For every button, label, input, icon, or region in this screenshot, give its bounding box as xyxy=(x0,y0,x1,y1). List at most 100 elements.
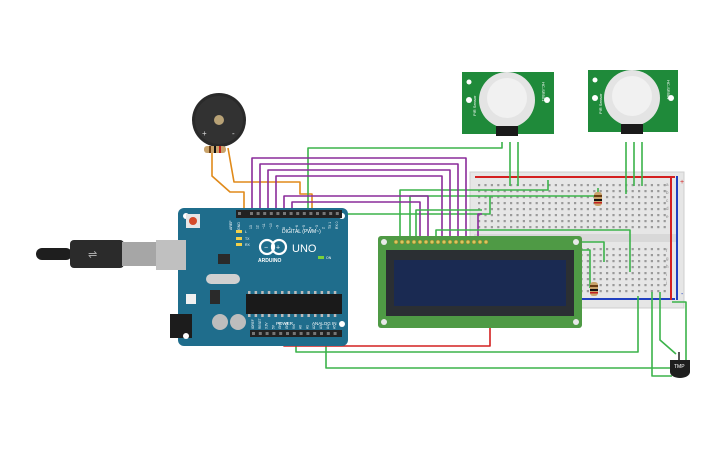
breadboard-hole[interactable] xyxy=(535,220,538,223)
breadboard-hole[interactable] xyxy=(625,254,628,257)
breadboard-hole[interactable] xyxy=(612,190,615,193)
breadboard-hole[interactable] xyxy=(503,190,506,193)
lcd-pin[interactable] xyxy=(429,239,435,245)
breadboard-hole[interactable] xyxy=(522,208,525,211)
breadboard-hole[interactable] xyxy=(554,220,557,223)
breadboard-hole[interactable] xyxy=(663,226,666,229)
breadboard-hole[interactable] xyxy=(650,254,653,257)
breadboard-hole[interactable] xyxy=(497,220,500,223)
breadboard-hole[interactable] xyxy=(586,190,589,193)
digital-pin[interactable] xyxy=(263,212,267,215)
breadboard-hole[interactable] xyxy=(510,184,513,187)
power-analog-pin[interactable] xyxy=(292,332,296,335)
breadboard-hole[interactable] xyxy=(567,214,570,217)
breadboard-hole[interactable] xyxy=(663,290,666,293)
breadboard-hole[interactable] xyxy=(618,284,621,287)
wire-tmp-gnd[interactable] xyxy=(651,292,672,377)
breadboard-hole[interactable] xyxy=(657,272,660,275)
breadboard-hole[interactable] xyxy=(593,214,596,217)
breadboard-hole[interactable] xyxy=(618,184,621,187)
breadboard-hole[interactable] xyxy=(478,220,481,223)
digital-pin[interactable] xyxy=(335,212,339,215)
breadboard-hole[interactable] xyxy=(567,190,570,193)
breadboard-hole[interactable] xyxy=(567,196,570,199)
breadboard-hole[interactable] xyxy=(663,260,666,263)
breadboard-hole[interactable] xyxy=(625,260,628,263)
breadboard-hole[interactable] xyxy=(586,226,589,229)
lcd-pin[interactable] xyxy=(423,239,429,245)
breadboard-hole[interactable] xyxy=(625,214,628,217)
breadboard-hole[interactable] xyxy=(625,226,628,229)
breadboard-hole[interactable] xyxy=(638,248,641,251)
breadboard-hole[interactable] xyxy=(606,260,609,263)
breadboard-hole[interactable] xyxy=(631,190,634,193)
breadboard-hole[interactable] xyxy=(497,184,500,187)
wire-lcd-led[interactable] xyxy=(580,241,605,262)
breadboard-hole[interactable] xyxy=(586,260,589,263)
breadboard-hole[interactable] xyxy=(580,208,583,211)
breadboard-hole[interactable] xyxy=(510,220,513,223)
power-analog-pin[interactable] xyxy=(313,332,317,335)
lcd-pin[interactable] xyxy=(417,239,423,245)
breadboard-hole[interactable] xyxy=(522,220,525,223)
breadboard-hole[interactable] xyxy=(625,208,628,211)
breadboard-hole[interactable] xyxy=(510,196,513,199)
breadboard-hole[interactable] xyxy=(497,226,500,229)
lcd-pin[interactable] xyxy=(411,239,417,245)
power-analog-pin[interactable] xyxy=(333,332,337,335)
breadboard-hole[interactable] xyxy=(638,272,641,275)
breadboard-hole[interactable] xyxy=(516,190,519,193)
breadboard-hole[interactable] xyxy=(548,214,551,217)
breadboard-hole[interactable] xyxy=(510,214,513,217)
breadboard-hole[interactable] xyxy=(516,226,519,229)
digital-pin[interactable] xyxy=(316,212,319,215)
breadboard-hole[interactable] xyxy=(542,220,545,223)
breadboard-hole[interactable] xyxy=(618,220,621,223)
breadboard-hole[interactable] xyxy=(586,202,589,205)
breadboard-hole[interactable] xyxy=(548,226,551,229)
breadboard-hole[interactable] xyxy=(644,290,647,293)
breadboard-hole[interactable] xyxy=(522,214,525,217)
breadboard-hole[interactable] xyxy=(599,184,602,187)
power-analog-pin[interactable] xyxy=(306,332,310,335)
breadboard-hole[interactable] xyxy=(631,196,634,199)
breadboard-hole[interactable] xyxy=(618,272,621,275)
breadboard-hole[interactable] xyxy=(586,266,589,269)
breadboard-hole[interactable] xyxy=(663,214,666,217)
breadboard-hole[interactable] xyxy=(657,248,660,251)
breadboard-hole[interactable] xyxy=(657,202,660,205)
breadboard-hole[interactable] xyxy=(625,284,628,287)
breadboard-hole[interactable] xyxy=(593,220,596,223)
breadboard-hole[interactable] xyxy=(612,184,615,187)
breadboard-hole[interactable] xyxy=(586,248,589,251)
power-analog-pin[interactable] xyxy=(299,332,303,335)
breadboard-hole[interactable] xyxy=(580,196,583,199)
breadboard-hole[interactable] xyxy=(657,190,660,193)
lcd-pin[interactable] xyxy=(399,239,405,245)
breadboard-hole[interactable] xyxy=(606,254,609,257)
breadboard-hole[interactable] xyxy=(650,278,653,281)
breadboard-hole[interactable] xyxy=(529,226,532,229)
breadboard-hole[interactable] xyxy=(625,196,628,199)
breadboard-hole[interactable] xyxy=(503,214,506,217)
breadboard-hole[interactable] xyxy=(497,196,500,199)
breadboard-hole[interactable] xyxy=(612,260,615,263)
breadboard-hole[interactable] xyxy=(561,196,564,199)
pir-sensor-2[interactable]: HC-SR501 PIR Sensor xyxy=(588,70,678,134)
breadboard-hole[interactable] xyxy=(561,208,564,211)
breadboard-hole[interactable] xyxy=(638,184,641,187)
breadboard-hole[interactable] xyxy=(574,190,577,193)
breadboard-hole[interactable] xyxy=(561,214,564,217)
breadboard-hole[interactable] xyxy=(593,190,596,193)
breadboard-hole[interactable] xyxy=(618,278,621,281)
breadboard-hole[interactable] xyxy=(586,196,589,199)
breadboard-hole[interactable] xyxy=(599,266,602,269)
breadboard-hole[interactable] xyxy=(638,202,641,205)
breadboard-hole[interactable] xyxy=(599,284,602,287)
breadboard-hole[interactable] xyxy=(657,266,660,269)
lcd-pin[interactable] xyxy=(465,239,471,245)
digital-pin[interactable] xyxy=(302,212,306,215)
breadboard-hole[interactable] xyxy=(606,202,609,205)
wire-purple-4[interactable] xyxy=(275,175,443,238)
breadboard-hole[interactable] xyxy=(599,220,602,223)
